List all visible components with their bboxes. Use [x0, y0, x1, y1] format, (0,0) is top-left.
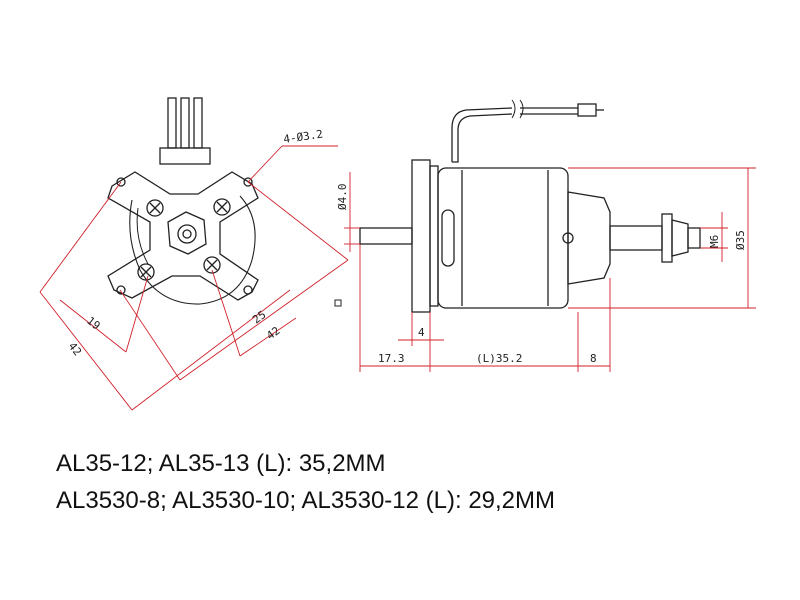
mount-screw [213, 198, 231, 216]
body-dia-label: Ø35 [734, 230, 747, 250]
rear-hub [567, 191, 611, 285]
mount-screw [137, 263, 155, 281]
front-view-labels: 4-Ø3.2 19 42 25 42 [66, 128, 324, 359]
shaft-dia-label: Ø4.0 [336, 184, 349, 211]
caption-line-1: AL35-12; AL35-13 (L): 35,2MM [56, 450, 386, 477]
side-view-labels: Ø4.0 M6 Ø35 4 17.3 (L)35.2 8 [336, 184, 747, 366]
thread-label: M6 [708, 235, 721, 248]
wire-connector [159, 97, 211, 165]
shaft-length-label: 17.3 [378, 352, 405, 365]
dim-25-label: 25 [250, 308, 268, 326]
dim-19-label: 19 [84, 314, 102, 332]
centre-hub [167, 211, 207, 255]
side-view-dimensions [344, 167, 756, 372]
front-view [107, 97, 259, 305]
front-view-dimensions [39, 145, 349, 411]
prop-adapter [609, 225, 663, 251]
mount-screw [146, 199, 164, 217]
motor-cable [451, 107, 513, 162]
side-view [359, 99, 701, 313]
motor-technical-drawing: 4-Ø3.2 19 42 25 42 [39, 97, 756, 411]
prop-adapter-label: 8 [590, 352, 597, 365]
dim-42-right-label: 42 [264, 324, 282, 342]
motor-flange [411, 159, 431, 313]
mount-hole-label: 4-Ø3.2 [283, 128, 324, 146]
reference-square [334, 299, 342, 307]
flange-thickness-label: 4 [418, 326, 425, 339]
x-mount-plate [107, 171, 259, 301]
dim-42-left-label: 42 [66, 340, 84, 358]
caption-line-2: AL3530-8; AL3530-10; AL3530-12 (L): 29,2… [56, 487, 556, 514]
body-length-label: (L)35.2 [476, 352, 522, 365]
mount-screw [203, 256, 221, 274]
motor-shaft [359, 227, 413, 245]
